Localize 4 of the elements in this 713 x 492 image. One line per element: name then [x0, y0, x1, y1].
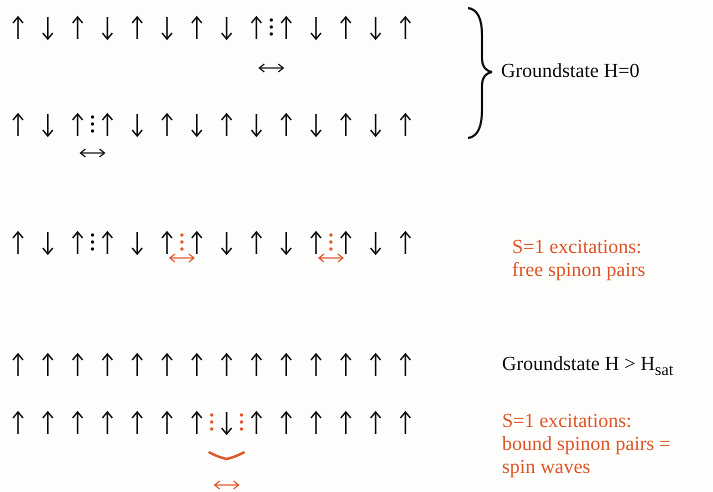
- annotation-text: S=1 excitations: free spinon pairs: [512, 236, 646, 282]
- annotation-text: S=1 excitations: bound spinon pairs = spin waves: [502, 410, 672, 479]
- annotation-text: Groundstate H=0: [501, 60, 640, 83]
- annotation-text: Groundstate H > H$_{sat}$: [502, 353, 674, 381]
